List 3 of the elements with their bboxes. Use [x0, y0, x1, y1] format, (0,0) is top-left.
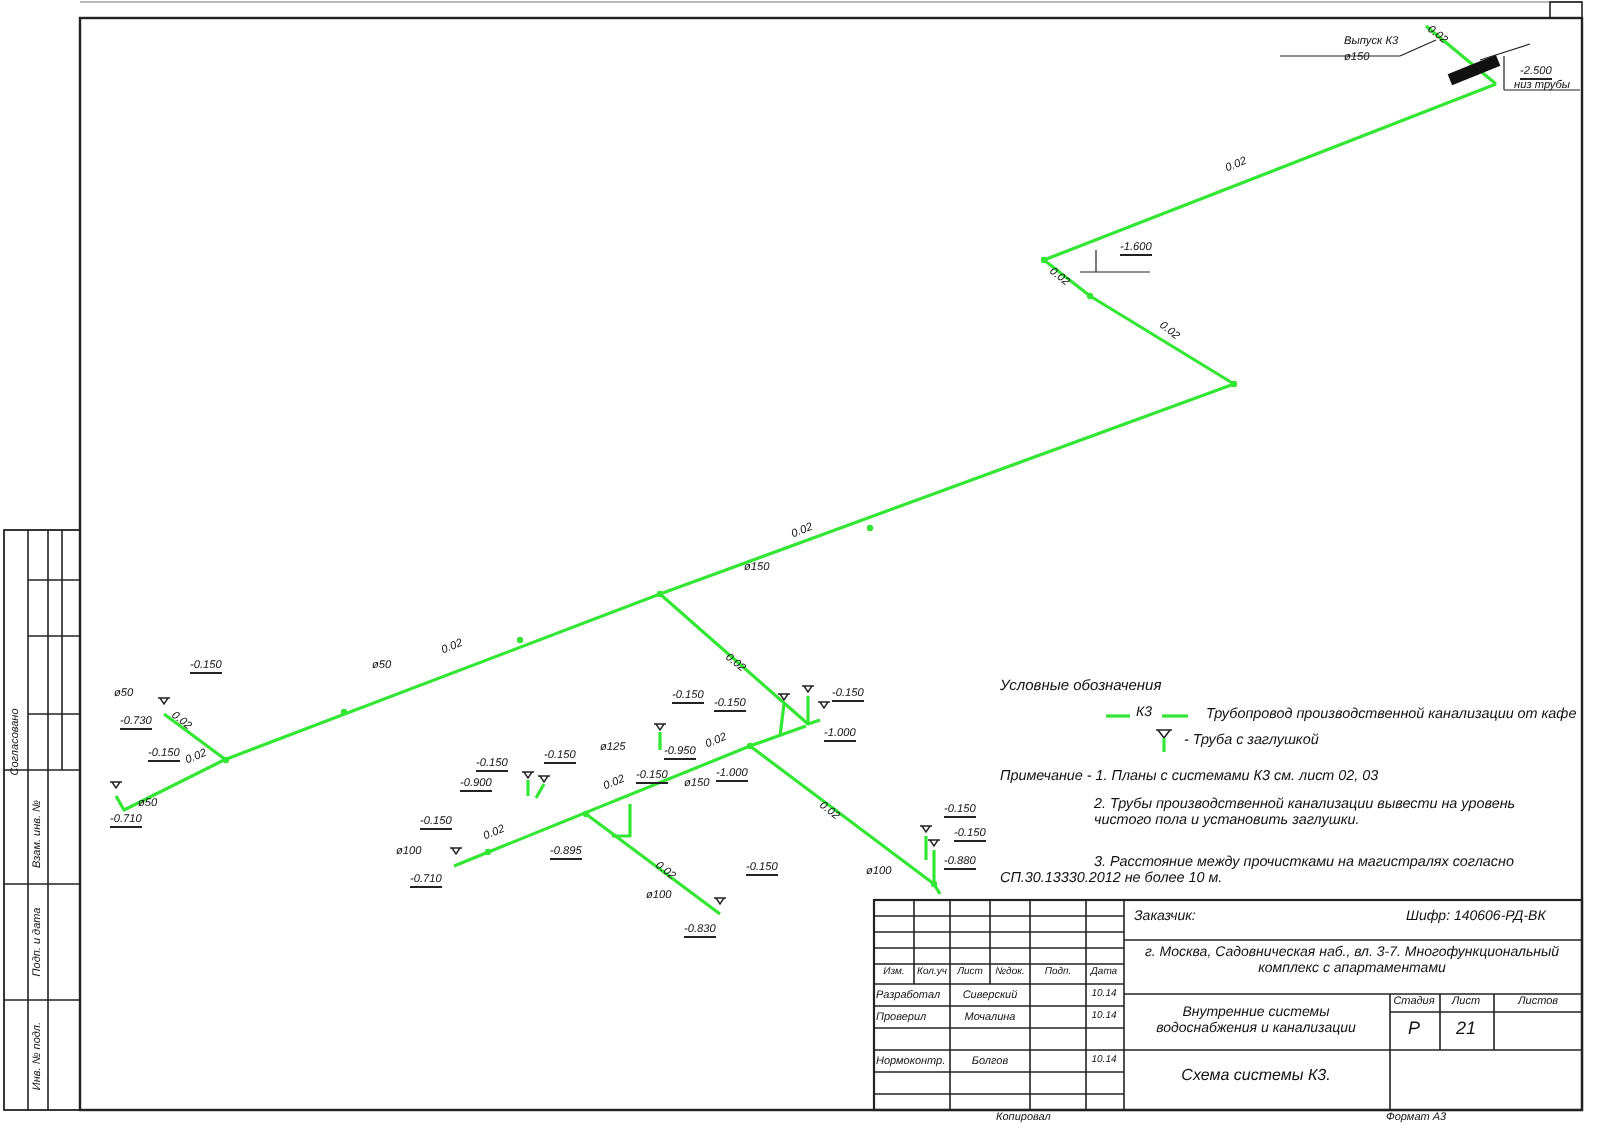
title-block-text: 21 [1456, 1020, 1476, 1040]
title-block-text: Схема системы К3. [1181, 1068, 1331, 1086]
title-block-text: Р [1408, 1020, 1420, 1040]
